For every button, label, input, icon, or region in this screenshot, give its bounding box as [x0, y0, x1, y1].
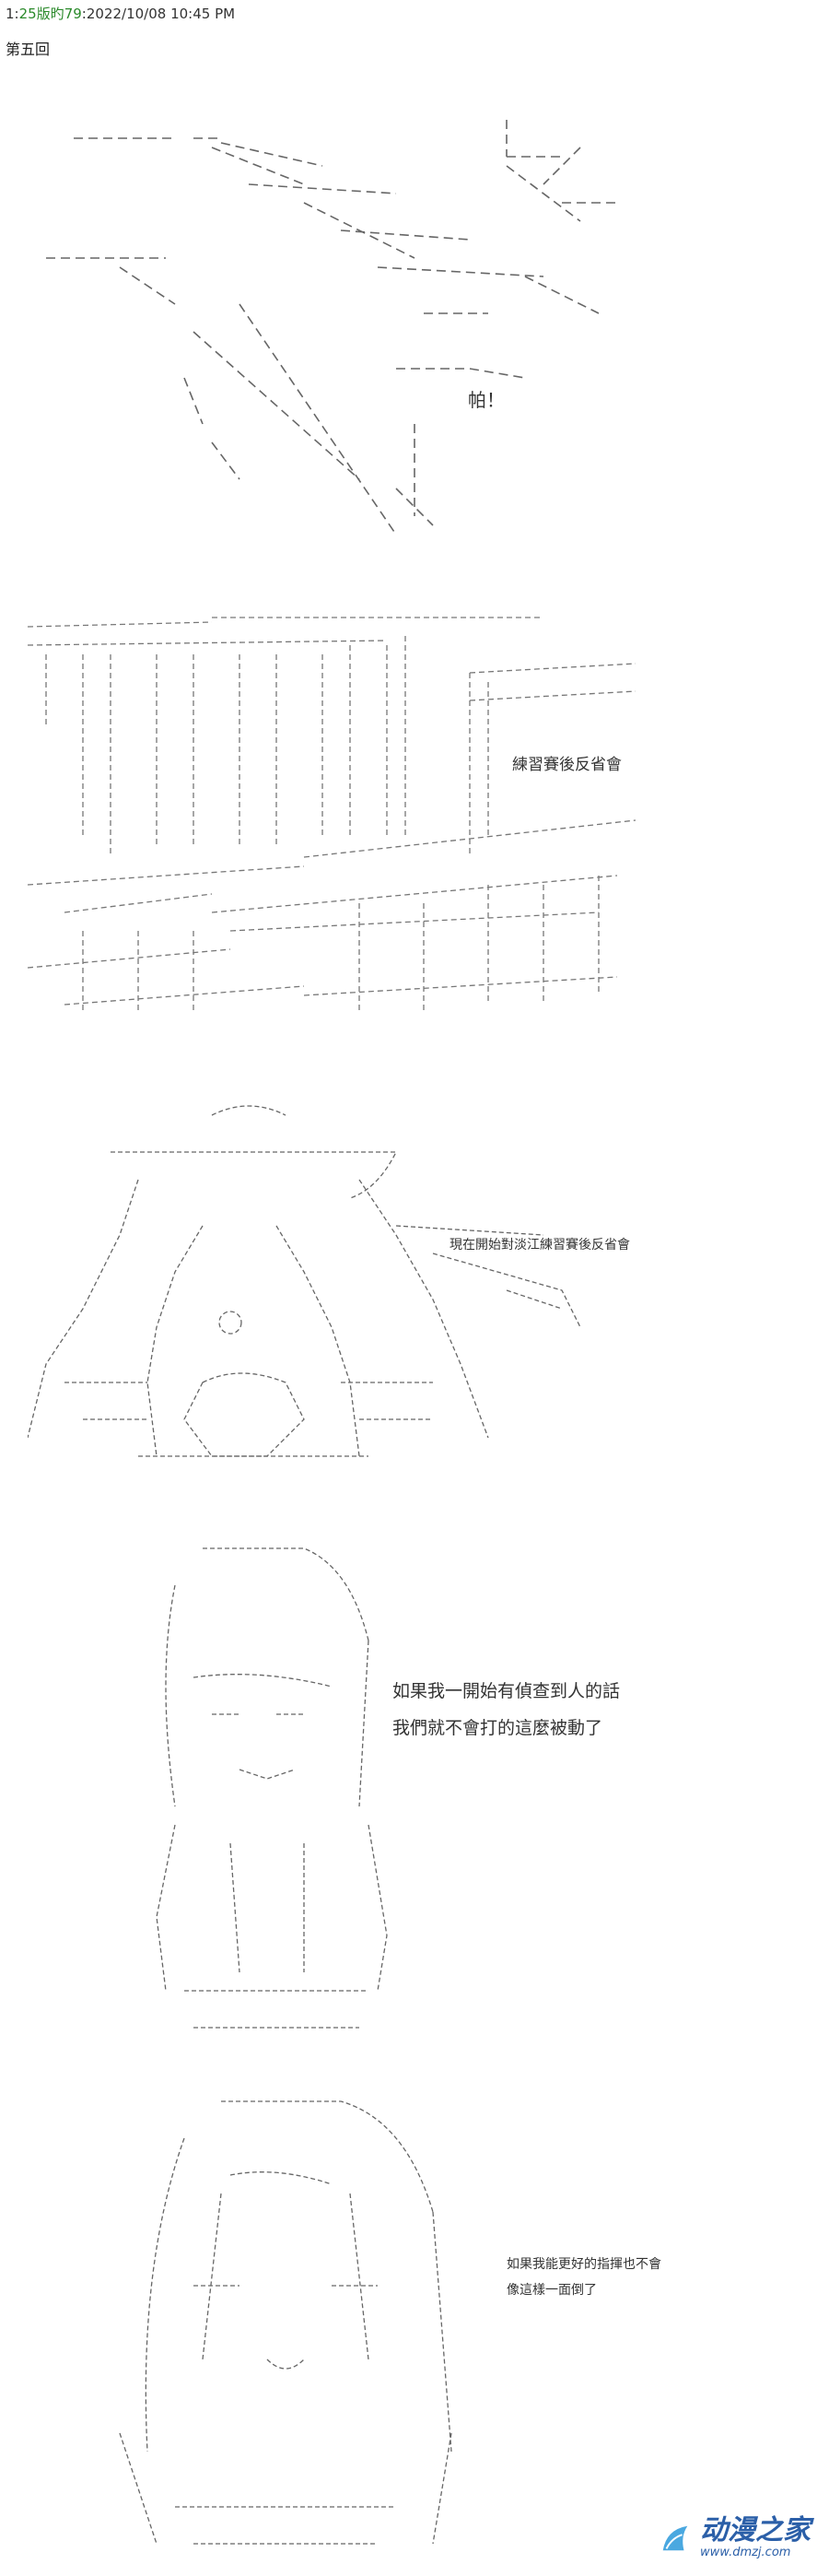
slash-lines — [46, 120, 617, 535]
panel-2-room-art: 練習賽後反省會 — [28, 581, 654, 1023]
panel-4-dialogue-line-2: 我們就不會打的這麼被動了 — [392, 1718, 603, 1738]
post-header: 1:25版旳79:2022/10/08 10:45 PM — [6, 4, 235, 23]
portrait-lines — [156, 1547, 388, 2029]
watermark-url: www.dmzj.com — [700, 2546, 791, 2559]
watermark-name: 动漫之家 — [700, 2514, 811, 2547]
header-separator: : — [14, 6, 19, 22]
dmzj-logo-icon — [662, 2525, 688, 2550]
post-number: 1 — [6, 6, 15, 22]
panel-3-dialogue: 現在開始對淡江練習賽後反省會 — [450, 1238, 630, 1253]
chapter-title: 第五回 — [6, 41, 51, 58]
post-timestamp: :2022/10/08 10:45 PM — [81, 6, 236, 22]
panel-5-dialogue-line-1: 如果我能更好的指揮也不會 — [507, 2257, 661, 2272]
panel-5-dialogue-line-2: 像這樣一面倒了 — [507, 2283, 597, 2298]
panel-3-character-art: 現在開始對淡江練習賽後反省會 — [28, 1088, 663, 1475]
panel-1-slash-art: 帕！ — [28, 92, 636, 535]
character-lines — [28, 1105, 581, 1457]
panel-5-portrait-art: 如果我能更好的指揮也不會 像這樣一面倒了 — [83, 2083, 783, 2562]
author-link[interactable]: 25版旳79 — [18, 6, 82, 22]
watermark: 动漫之家 www.dmzj.com — [658, 2516, 811, 2559]
panel-4-portrait-art: 如果我一開始有偵查到人的話 我們就不會打的這麼被動了 — [120, 1530, 783, 2046]
panel-2-dialogue: 練習賽後反省會 — [512, 756, 622, 774]
panel-1-dialogue: 帕！ — [468, 389, 505, 411]
portrait-5-lines — [119, 2100, 452, 2545]
room-lines — [28, 617, 636, 1014]
panel-4-dialogue-line-1: 如果我一開始有偵查到人的話 — [392, 1681, 621, 1701]
